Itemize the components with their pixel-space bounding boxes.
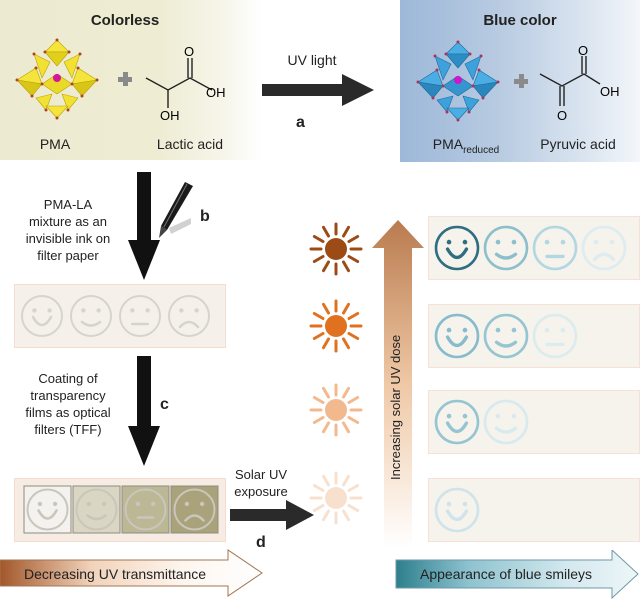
smiley-happy-icon: [434, 399, 480, 445]
invisible-smileys: [21, 295, 210, 337]
smiley-sad-icon: [581, 225, 627, 271]
step-c-description: Coating of transparency films as optical…: [4, 370, 132, 438]
smiley-happy-icon: [26, 488, 69, 531]
pma-polyoxometalate-icon: [15, 38, 99, 120]
step-b-down-arrow-icon: [128, 172, 160, 280]
decreasing-uv-transmittance-label: Decreasing UV transmittance: [24, 566, 207, 582]
step-b-line: PMA-LA: [43, 197, 93, 212]
blue-smileys-level-4: [434, 487, 480, 533]
step-b-line: invisible ink on: [25, 231, 111, 246]
increasing-uv-dose-arrow: [372, 220, 424, 548]
step-d-letter: d: [256, 534, 266, 551]
uv-level-strip: [428, 390, 640, 454]
sun-levels: [309, 222, 363, 525]
lactic-oh-acid: OH: [206, 85, 226, 100]
smiley-neutral-icon: [119, 295, 161, 337]
sun-icon: [309, 299, 363, 353]
smiley-neutral-icon: [532, 313, 578, 359]
blue-smileys-level-2: [434, 313, 578, 359]
plus-icon: [514, 74, 528, 88]
step-d-line: exposure: [234, 484, 288, 499]
appearance-blue-smileys-label: Appearance of blue smileys: [420, 566, 592, 582]
uv-level-strip: [428, 304, 640, 368]
step-c-line: transparency: [30, 388, 106, 403]
colorless-title: Colorless: [90, 12, 160, 29]
uv-level-strip: [428, 216, 640, 280]
smiley-smile-icon: [483, 225, 529, 271]
optical-filter-square: [23, 485, 72, 534]
optical-filter-square: [170, 485, 219, 534]
smiley-smile-icon: [75, 488, 118, 531]
smiley-sad-icon: [173, 488, 216, 531]
pyruvic-o-acid: O: [578, 44, 588, 58]
smiley-happy-icon: [21, 295, 63, 337]
smiley-smile-icon: [483, 399, 529, 445]
uv-light-arrow-icon: [262, 74, 374, 106]
step-b-line: mixture as an: [28, 214, 108, 229]
plus-icon: [118, 72, 132, 86]
lactic-oh-alcohol: OH: [160, 108, 180, 122]
smiley-smile-icon: [483, 313, 529, 359]
step-c-line: Coating of: [38, 371, 98, 386]
step-d-description: Solar UV exposure: [226, 466, 296, 500]
pyruvic-acid-label: Pyruvic acid: [540, 136, 616, 152]
smiley-smile-icon: [70, 295, 112, 337]
pma-reduced-subscript: reduced: [463, 144, 500, 156]
pyruvic-oh: OH: [600, 84, 620, 99]
uv-level-strip: [428, 478, 640, 542]
step-c-line: films as optical: [25, 405, 111, 420]
solar-exposure-arrow-icon: [230, 500, 314, 530]
pen-icon: [159, 182, 193, 238]
lactic-acid-structure-icon: O OH OH: [145, 44, 226, 122]
pma-reduced-main: PMA: [432, 136, 464, 152]
step-c-letter: c: [160, 396, 169, 413]
invisible-ink-strip: [14, 284, 226, 348]
lactic-o: O: [184, 44, 194, 59]
decreasing-uv-transmittance-arrow: [0, 549, 263, 597]
blue-smileys-level-3: [434, 399, 529, 445]
step-b-letter: b: [200, 208, 210, 225]
appearance-blue-smileys-arrow: [395, 550, 639, 600]
smiley-happy-icon: [434, 225, 480, 271]
optical-filter-square: [72, 485, 121, 534]
blue-color-title: Blue color: [483, 12, 557, 29]
uv-light-label: UV light: [287, 52, 337, 68]
step-c-down-arrow-icon: [128, 356, 160, 466]
step-d-line: Solar UV: [234, 467, 288, 482]
sun-icon: [309, 383, 363, 437]
lactic-acid-label: Lactic acid: [156, 136, 224, 152]
increasing-uv-dose-label: Increasing solar UV dose: [388, 334, 403, 480]
pma-reduced-polyoxometalate-icon: [416, 40, 500, 122]
smiley-neutral-icon: [124, 488, 167, 531]
pma-label: PMA: [39, 136, 71, 152]
step-c-line: filters (TFF): [34, 422, 102, 437]
step-b-description: PMA-LA mixture as an invisible ink on fi…: [4, 196, 132, 264]
smiley-sad-icon: [168, 295, 210, 337]
smiley-neutral-icon: [532, 225, 578, 271]
optical-filter-square: [121, 485, 170, 534]
blue-smileys-level-1: [434, 225, 627, 271]
pma-reduced-label: PMAreduced: [416, 136, 516, 156]
smiley-happy-icon: [434, 487, 480, 533]
sun-icon: [309, 222, 363, 276]
sun-icon: [309, 471, 363, 525]
tff-smileys: [23, 485, 219, 534]
smiley-happy-icon: [434, 313, 480, 359]
pyruvic-acid-structure-icon: O OH O: [539, 44, 620, 123]
pyruvic-o-keto: O: [557, 108, 567, 123]
step-b-line: filter paper: [37, 248, 99, 263]
step-a-letter: a: [296, 114, 305, 131]
tff-strip: [14, 478, 226, 542]
